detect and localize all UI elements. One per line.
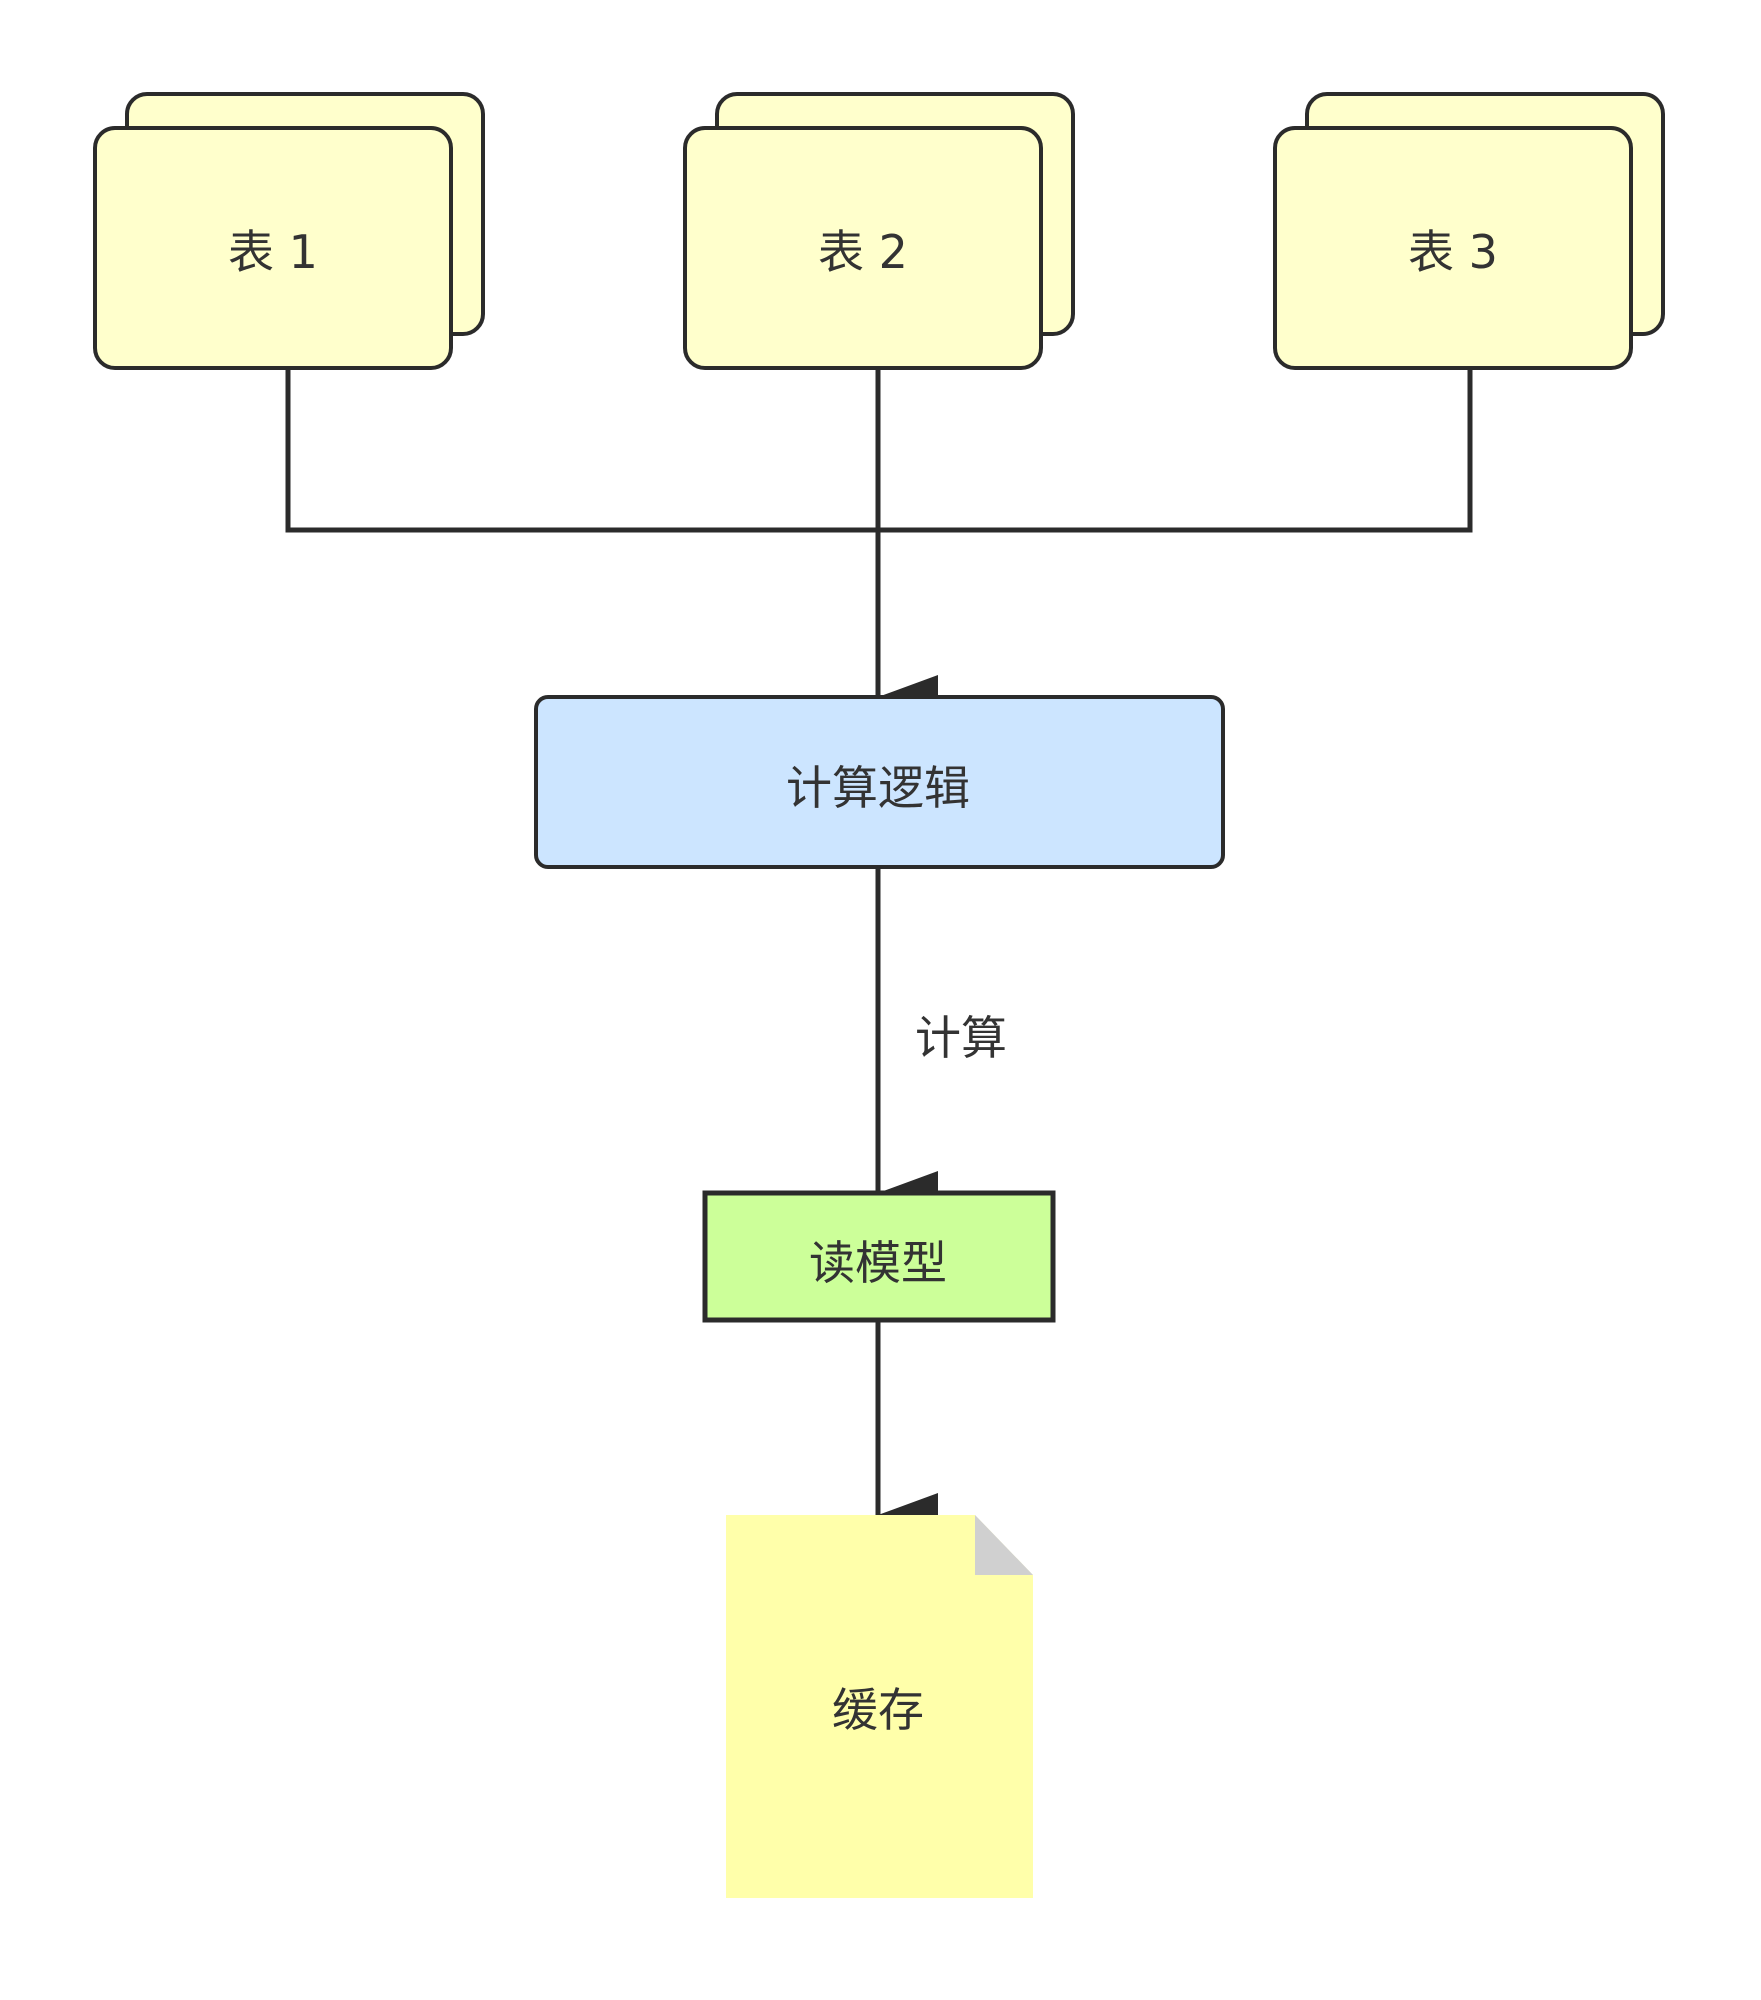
read-model-node — [702, 1190, 1056, 1323]
table-3-front-card — [1273, 126, 1633, 370]
table-2-label: 表 2 — [818, 225, 908, 279]
table-1-front-card — [93, 126, 453, 370]
table-1-node — [93, 92, 485, 370]
cache-node — [726, 1515, 1033, 1898]
table-1-label: 表 1 — [228, 225, 318, 279]
logic-label: 计算逻辑 — [786, 761, 970, 815]
connector-table-3 — [878, 368, 1473, 533]
read-model-label: 读模型 — [809, 1236, 947, 1290]
cache-note-body — [726, 1515, 1033, 1898]
cache-label: 缓存 — [832, 1683, 924, 1737]
cache-note-fold — [975, 1515, 1033, 1575]
table-3-node — [1273, 92, 1665, 370]
table-2-front-card — [683, 126, 1043, 370]
compute-edge-label: 计算 — [915, 1011, 1007, 1065]
table-2-node — [683, 92, 1075, 370]
connector-table-1 — [285, 368, 878, 533]
table-3-label: 表 3 — [1408, 225, 1498, 279]
